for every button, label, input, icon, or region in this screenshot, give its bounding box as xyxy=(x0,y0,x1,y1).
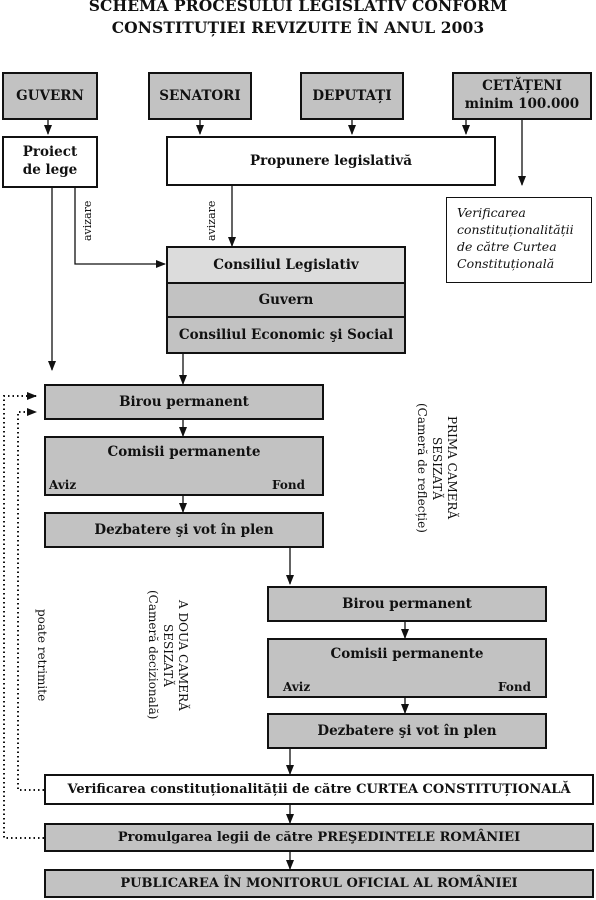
prima-camera-line3: (Cameră de reflecție) xyxy=(415,403,429,533)
a-doua-camera-line2: SESIZATĂ xyxy=(161,623,175,687)
consiliul-economic-box: Consiliul Economic şi Social xyxy=(166,318,406,354)
verificare-curtea-box: Verificarea constituționalității de cătr… xyxy=(44,774,594,805)
comisii-permanente-1-box: Comisii permanente xyxy=(44,436,324,496)
verificare-note-line2: constituționalității xyxy=(457,221,574,237)
fond-1-label: Fond xyxy=(272,478,305,492)
birou-permanent-2-box: Birou permanent xyxy=(267,586,547,622)
avizare-label-left: avizare xyxy=(81,200,94,241)
comisii-permanente-2-box: Comisii permanente xyxy=(267,638,547,698)
a-doua-camera-line1: A DOUA CAMERĂ xyxy=(176,599,190,711)
aviz-2-label: Aviz xyxy=(283,680,311,694)
proiect-label-line1: Proiect xyxy=(22,144,78,161)
a-doua-camera-line3: (Cameră decizională) xyxy=(146,590,160,720)
dezbatere-vot-1-box: Dezbatere şi vot în plen xyxy=(44,512,324,548)
comisii-1-label: Comisii permanente xyxy=(107,444,261,460)
guvern-consult-box: Guvern xyxy=(166,284,406,318)
diagram-title-line2: CONSTITUȚIEI REVIZUITE ÎN ANUL 2003 xyxy=(111,18,485,37)
fond-2-label: Fond xyxy=(498,680,531,694)
cetateni-initiator-box: CETĂȚENI minim 100.000 xyxy=(452,72,592,120)
avizare-label-right: avizare xyxy=(205,200,218,241)
verificare-note-line4: Constituțională xyxy=(457,255,555,271)
propunere-legislativa-box: Propunere legislativă xyxy=(166,136,496,186)
birou-permanent-1-box: Birou permanent xyxy=(44,384,324,420)
aviz-1-label: Aviz xyxy=(49,478,77,492)
deputati-initiator-box: DEPUTAȚI xyxy=(300,72,404,120)
consiliul-legislativ-box: Consiliul Legislativ xyxy=(166,246,406,284)
dezbatere-vot-2-box: Dezbatere şi vot în plen xyxy=(267,713,547,749)
cetateni-minimum: minim 100.000 xyxy=(464,96,580,112)
guvern-initiator-box: GUVERN xyxy=(2,72,98,120)
verificare-note-line3: de către Curtea xyxy=(457,238,557,254)
diagram-title-line1: SCHEMA PROCESULUI LEGISLATIV CONFORM xyxy=(88,0,508,15)
cetateni-label: CETĂȚENI xyxy=(482,78,562,95)
proiect-label-line2: de lege xyxy=(22,162,78,178)
senatori-initiator-box: SENATORI xyxy=(148,72,252,120)
prima-camera-label: PRIMA CAMERĂ SESIZATĂ (Cameră de reflecț… xyxy=(414,398,459,538)
promulgare-box: Promulgarea legii de către PREŞEDINTELE … xyxy=(44,823,594,852)
verificare-note-box: Verificarea constituționalității de cătr… xyxy=(446,197,592,283)
prima-camera-line1: PRIMA CAMERĂ xyxy=(445,416,459,520)
poate-retrimite-label: poate retrimite xyxy=(35,608,49,702)
prima-camera-line2: SESIZATĂ xyxy=(430,436,444,500)
verificare-note-line1: Verificarea xyxy=(457,205,526,220)
a-doua-camera-label: A DOUA CAMERĂ SESIZATĂ (Cameră deciziona… xyxy=(145,582,190,728)
publicare-box: PUBLICAREA ÎN MONITORUL OFICIAL AL ROMÂN… xyxy=(44,869,594,898)
proiect-de-lege-box: Proiect de lege xyxy=(2,136,98,188)
comisii-2-label: Comisii permanente xyxy=(330,646,484,662)
